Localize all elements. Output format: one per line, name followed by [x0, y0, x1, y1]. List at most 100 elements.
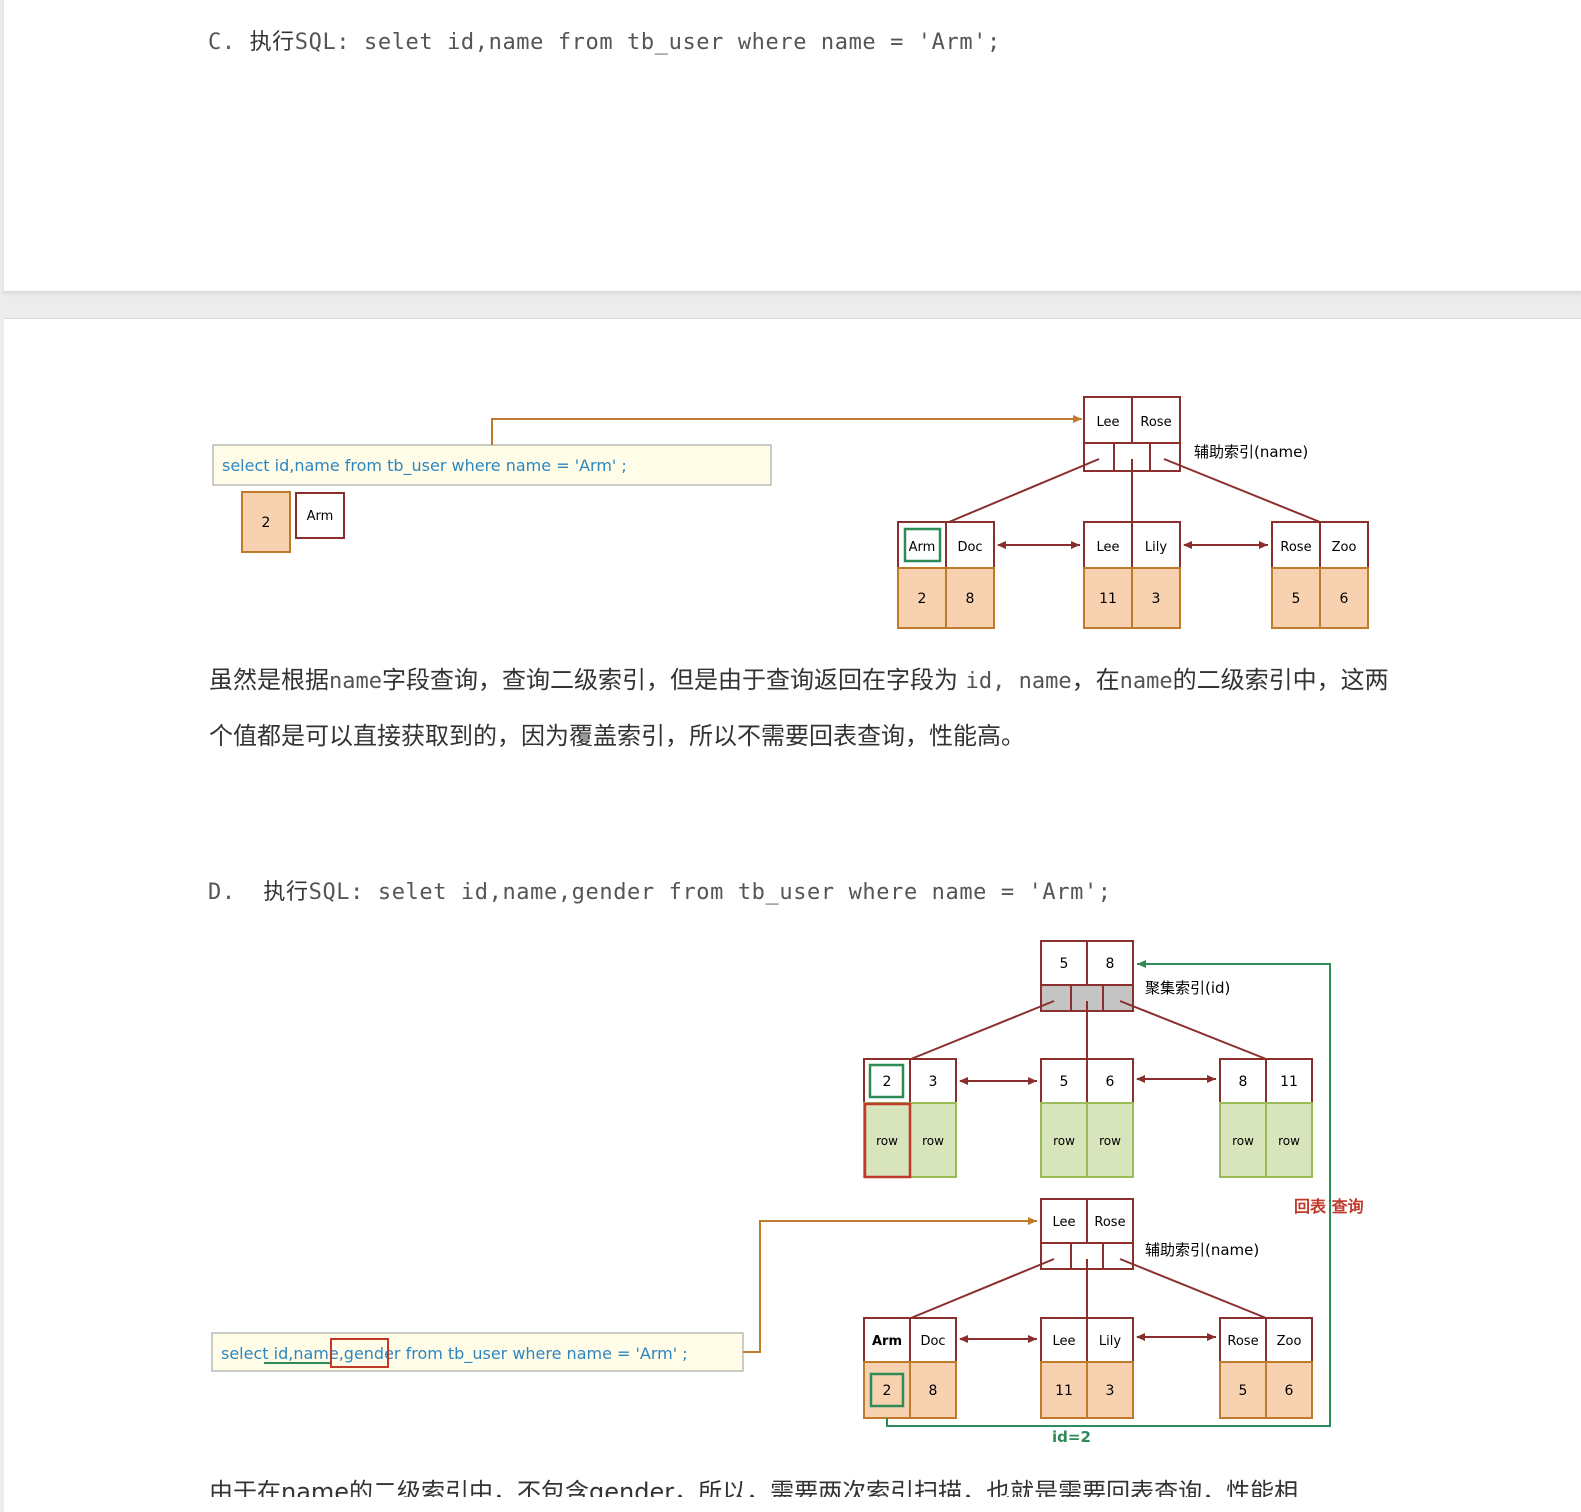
section-d-exec: 执行	[263, 880, 309, 905]
explanation-text: 的二级索引中，这两个值都是可以直接获取到的，因为覆盖索引，所以不需要回表查询，性…	[209, 666, 1389, 750]
leaf-3-id-2: 6	[1340, 591, 1349, 607]
root-key-1: Lee	[1096, 415, 1119, 430]
secondary-leaf-3-key-1: Rose	[1227, 1334, 1258, 1349]
leaf-node-3: Rose Zoo 5 6	[1271, 521, 1369, 629]
clustered-leaf-2-row-1: row	[1053, 1134, 1075, 1148]
secondary-index-label: 辅助索引(name)	[1194, 443, 1308, 461]
leaf-3-key-1: Rose	[1280, 540, 1311, 555]
clustered-leaf-3-row-1: row	[1232, 1134, 1254, 1148]
clustered-leaf-1: 2 3 row row	[863, 1058, 957, 1179]
clustered-leaf-1-row-2: row	[922, 1134, 944, 1148]
clustered-leaf-3-row-2: row	[1278, 1134, 1300, 1148]
clustered-leaf-3-key-2: 11	[1280, 1074, 1298, 1090]
secondary-leaf-1-id-1: 2	[883, 1383, 892, 1399]
inline-code: id, name	[965, 669, 1072, 694]
secondary-leaf-3-id-2: 6	[1285, 1383, 1294, 1399]
secondary-root-key-2: Rose	[1094, 1215, 1125, 1230]
inline-code: name	[329, 669, 382, 694]
secondary-index-label-d: 辅助索引(name)	[1145, 1241, 1259, 1259]
query-to-secondary-arrow	[743, 1217, 1037, 1353]
clustered-leaf-1-key-1: 2	[883, 1074, 892, 1090]
secondary-leaf-1-key-2: Doc	[920, 1334, 945, 1349]
lookup-explanation-partial: 由于在name的二级索引中，不包含gender，所以，需要两次索引扫描，也就是需…	[209, 1477, 1389, 1497]
leaf-3-key-2: Zoo	[1332, 540, 1357, 555]
leaf-2-id-1: 11	[1099, 591, 1117, 607]
document-page-2: select id,name from tb_user where name =…	[4, 318, 1581, 1512]
explanation-text: ，在	[1071, 666, 1120, 694]
section-d-label: D.	[208, 880, 236, 905]
leaf-1-id-2: 8	[966, 591, 975, 607]
root-key-2: Rose	[1140, 415, 1171, 430]
leaf-2-key-1: Lee	[1096, 540, 1119, 555]
inline-code: name	[1119, 669, 1173, 694]
document-page-1: C. 执行SQL: selet id,name from tb_user whe…	[4, 0, 1581, 292]
diagram-table-lookup: 5 8 聚集索引(id) 2 3 row row 5 6	[211, 940, 1364, 1446]
lookup-explanation-text: 由于在name的二级索引中，不包含gender，所以，需要两次索引扫描，也就是需…	[209, 1478, 1299, 1497]
section-c-heading: C. 执行SQL: selet id,name from tb_user whe…	[208, 24, 1001, 56]
secondary-leaf-1-key-1: Arm	[872, 1334, 902, 1349]
section-d-heading: D. 执行SQL: selet id,name,gender from tb_u…	[208, 874, 1112, 906]
query-text-d: select id,name,gender from tb_user where…	[221, 1344, 688, 1364]
secondary-leaf-2-id-2: 3	[1106, 1383, 1115, 1399]
result-name-box	[295, 492, 345, 539]
secondary-leaf-2-id-1: 11	[1055, 1383, 1073, 1399]
leaf-node-1: Arm Doc 2 8	[897, 521, 995, 629]
section-d-sql-prefix: SQL:	[308, 880, 364, 905]
clustered-index-label: 聚集索引(id)	[1145, 979, 1230, 997]
covering-index-explanation: 虽然是根据name字段查询，查询二级索引，但是由于查询返回在字段为 id, na…	[209, 653, 1389, 764]
clustered-root-key-2: 8	[1106, 956, 1115, 972]
secondary-leaf-3-key-2: Zoo	[1277, 1334, 1302, 1349]
leaf-2-key-2: Lily	[1145, 540, 1167, 555]
uncovered-column-highlight	[330, 1338, 389, 1368]
leaf-1-id-1: 2	[918, 591, 927, 607]
result-id: 2	[262, 515, 271, 531]
secondary-leaf-1: Arm Doc 2 8	[863, 1317, 957, 1419]
query-rest: from tb_user where name = 'Arm' ;	[401, 1344, 688, 1364]
clustered-leaf-1-key-2: 3	[929, 1074, 938, 1090]
clustered-leaf-2-key-1: 5	[1060, 1074, 1069, 1090]
clustered-leaf-3-key-1: 8	[1239, 1074, 1248, 1090]
secondary-leaf-2: Lee Lily 11 3	[1040, 1317, 1134, 1419]
query-select: select	[221, 1344, 274, 1363]
result-name: Arm	[307, 509, 334, 524]
section-c-label: C.	[208, 30, 236, 55]
clustered-leaf-1-row-1: row	[876, 1134, 898, 1148]
leaf-2-id-2: 3	[1152, 591, 1161, 607]
clustered-leaf-2-row-2: row	[1099, 1134, 1121, 1148]
leaf-3-id-1: 5	[1292, 591, 1301, 607]
match-highlight	[903, 527, 942, 563]
clustered-leaf-3: 8 11 row row	[1219, 1058, 1313, 1178]
explanation-text: 字段查询，查询二级索引，但是由于查询返回在字段为	[381, 666, 966, 694]
clustered-match-highlight	[868, 1063, 905, 1099]
section-d-sql: selet id,name,gender from tb_user where …	[364, 880, 1112, 905]
id-lookup-label: id=2	[1052, 1428, 1091, 1446]
clustered-root-key-1: 5	[1060, 956, 1069, 972]
id-lookup-path	[886, 960, 1331, 1427]
leaf-1-key-2: Doc	[957, 540, 982, 555]
section-c-sql-prefix: SQL:	[294, 30, 351, 55]
leaf-1-key-1: Arm	[909, 540, 936, 555]
result-id-box	[241, 491, 291, 553]
secondary-leaf-2-key-2: Lily	[1099, 1334, 1121, 1349]
query-box-d	[211, 1332, 744, 1372]
secondary-leaf-3: Rose Zoo 5 6	[1219, 1317, 1313, 1419]
leaf-node-2: Lee Lily 11 3	[1083, 521, 1181, 629]
query-box	[212, 444, 772, 486]
query-to-index-arrow	[491, 415, 1082, 445]
query-gender: gender	[344, 1344, 401, 1363]
diagram-covering-index: select id,name from tb_user where name =…	[212, 396, 1369, 629]
secondary-leaf-2-key-1: Lee	[1052, 1334, 1075, 1349]
query-columns: id,name,	[274, 1344, 344, 1363]
clustered-leaf-2: 5 6 row row	[1040, 1058, 1134, 1178]
explanation-text: 虽然是根据	[209, 666, 329, 694]
id-match-highlight	[869, 1372, 905, 1408]
secondary-leaf-3-id-1: 5	[1239, 1383, 1248, 1399]
secondary-root-key-1: Lee	[1052, 1215, 1075, 1230]
section-c-exec: 执行	[249, 30, 295, 55]
clustered-leaf-2-key-2: 6	[1106, 1074, 1115, 1090]
table-lookup-label: 回表 查询	[1294, 1197, 1364, 1216]
section-c-sql: selet id,name from tb_user where name = …	[350, 30, 1001, 55]
query-text: select id,name from tb_user where name =…	[222, 456, 627, 476]
row-match-highlight	[863, 1102, 912, 1179]
secondary-leaf-1-id-2: 8	[929, 1383, 938, 1399]
